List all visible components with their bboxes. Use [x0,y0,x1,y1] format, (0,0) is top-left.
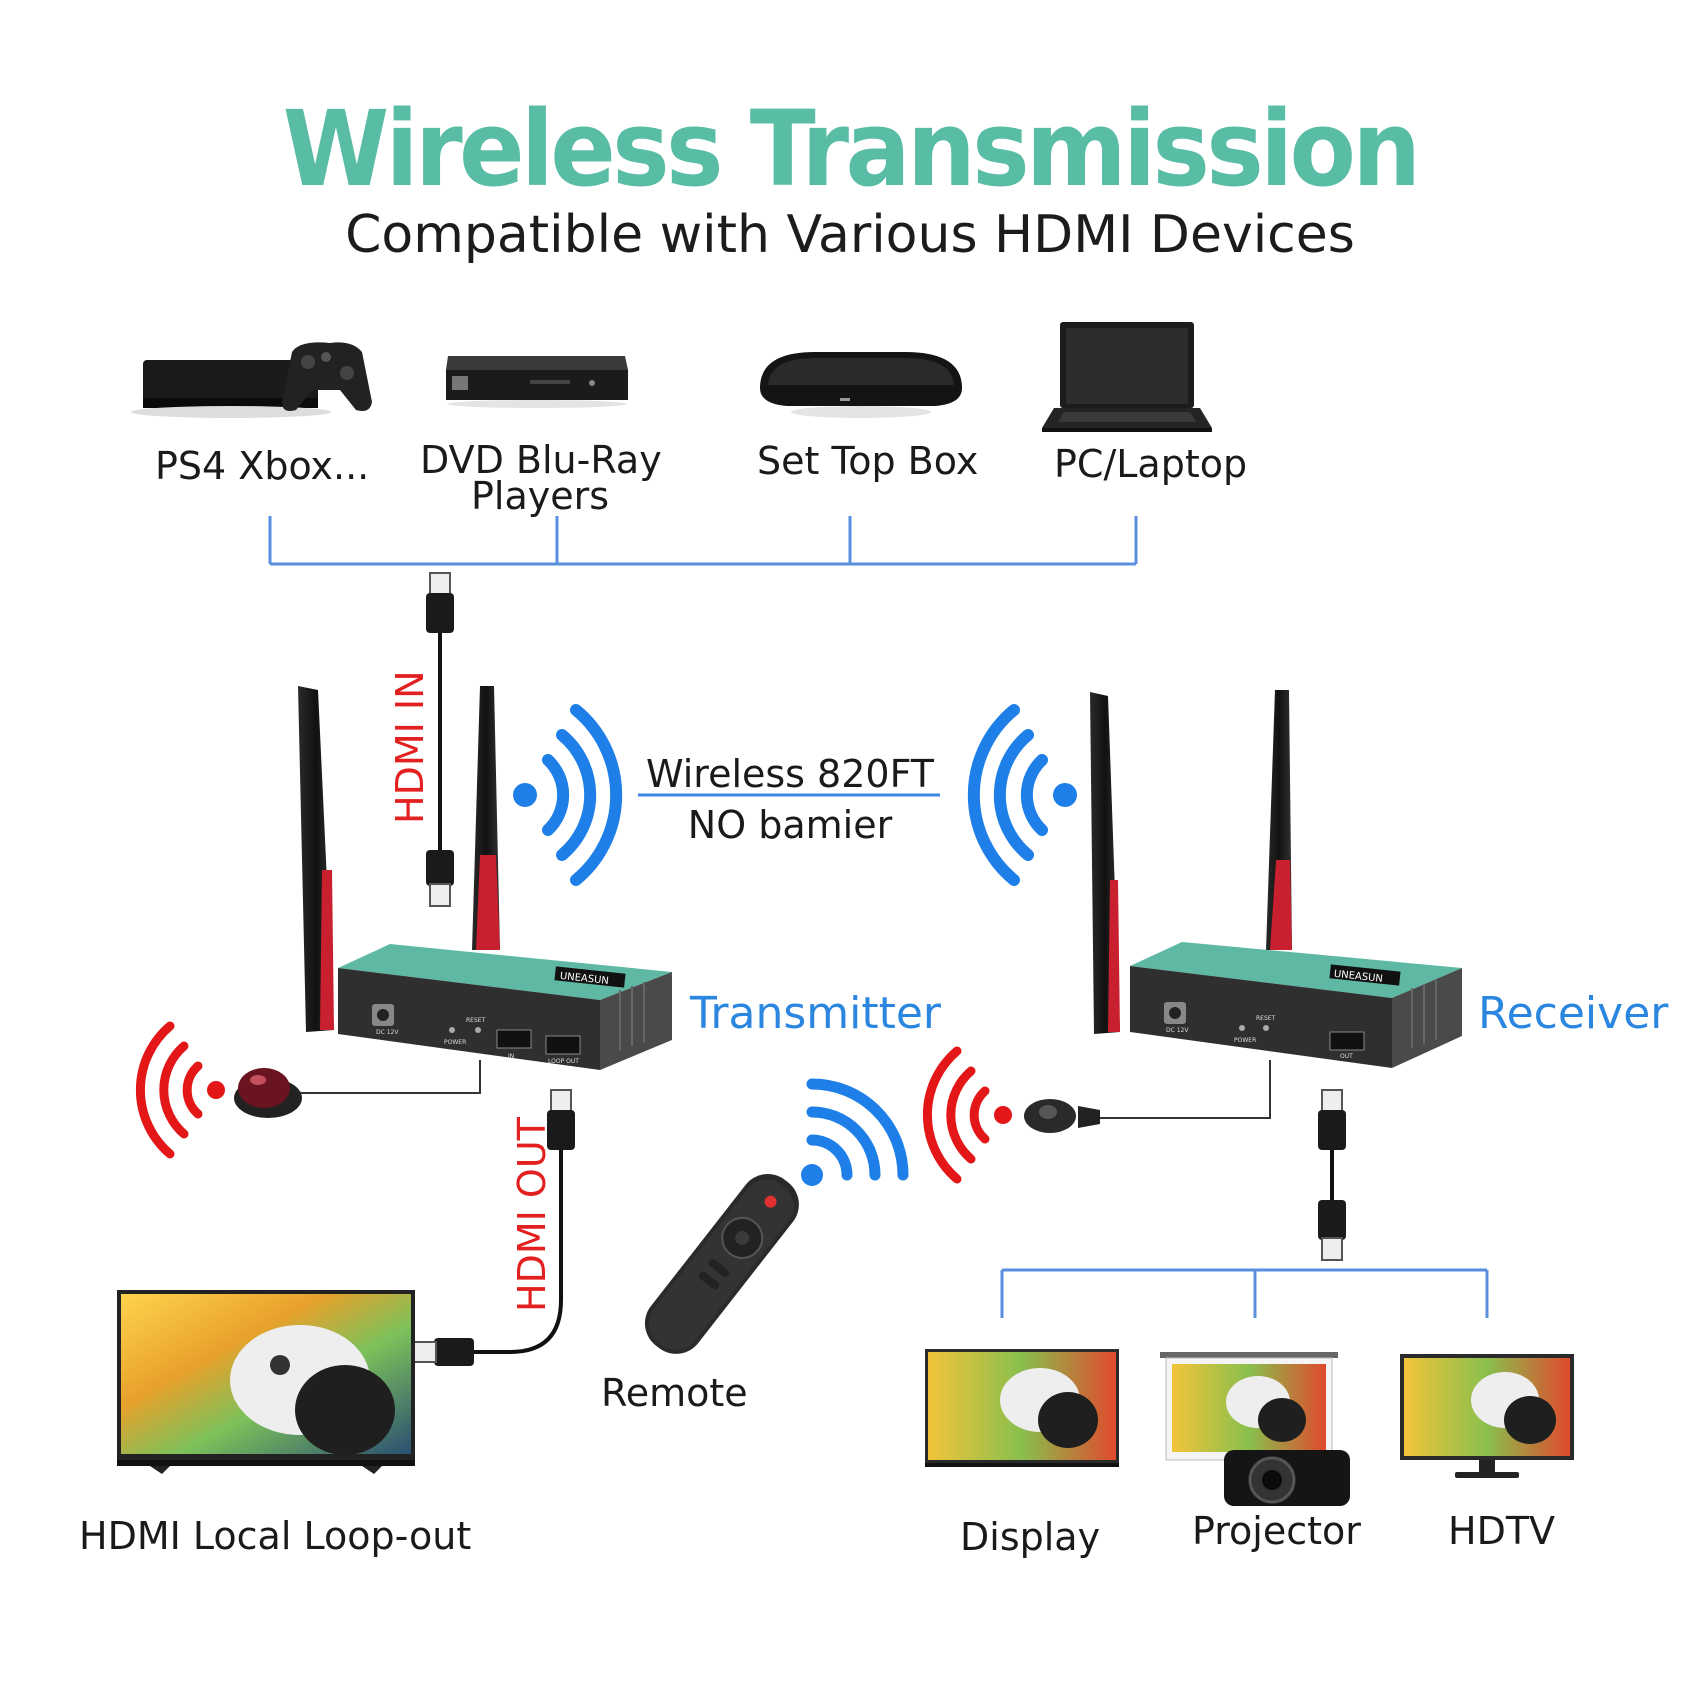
receiver-wireless-waves [967,704,1077,886]
transmitter-label: Transmitter [690,988,942,1039]
source-label-settopbox: Set Top Box [757,439,979,483]
hdmi-out-label: HDMI OUT [510,1117,554,1312]
transmitter-device: UNEASUN DC 12V RESET POWER IN LOOP OUT [298,686,672,1070]
receiver-brand: UNEASUN [1333,969,1383,985]
hdtv-icon [1400,1354,1574,1478]
projector-icon [1160,1352,1350,1506]
wireless-barrier-label: NO bamier [687,803,893,847]
transmitter-brand: UNEASUN [559,971,609,987]
transmitter-reset-label: RESET [466,1017,486,1024]
source-label-dvd: DVD Blu-Ray Players [420,438,662,518]
receiver-ir-sensor [1024,1060,1271,1133]
transmitter-dc-label: DC 12V [376,1029,399,1036]
source-label-dvd-line1: DVD Blu-Ray [420,438,662,482]
transmitter-ir-waves [135,1021,225,1159]
remote-icon [644,1174,799,1354]
receiver-ir-waves [922,1046,1012,1184]
receiver-output-cable [1318,1089,1346,1261]
transmitter-loop-label: LOOP OUT [548,1058,579,1065]
hdmi-in-cable [426,572,454,907]
loopout-tv-icon [117,1290,415,1474]
game-console-icon [131,342,372,418]
transmitter-wireless-waves [513,704,623,886]
dvd-player-icon [446,356,628,408]
remote-signal-waves [801,1078,909,1186]
transmitter-power-label: POWER [444,1039,466,1046]
transmitter-in-label: IN [508,1053,514,1060]
receiver-power-label: POWER [1234,1037,1256,1044]
receiver-out-label: OUT [1340,1053,1353,1060]
source-label-dvd-line2: Players [470,474,610,518]
laptop-icon [1042,322,1212,432]
receiver-reset-label: RESET [1256,1015,1276,1022]
source-label-laptop: PC/Laptop [1054,442,1248,486]
source-label-console: PS4 Xbox... [155,444,370,488]
receiver-label: Receiver [1478,988,1669,1039]
transmitter-ir-sensor [234,1060,481,1118]
display-icon [925,1349,1119,1467]
page-subtitle: Compatible with Various HDMI Devices [345,205,1355,265]
output-label-hdtv: HDTV [1448,1509,1556,1553]
remote-label: Remote [601,1371,748,1415]
output-bracket [1000,1268,1489,1318]
set-top-box-icon [760,352,962,418]
wireless-range-label: Wireless 820FT [645,752,934,796]
output-label-display: Display [960,1515,1101,1559]
loopout-label: HDMI Local Loop-out [79,1514,472,1558]
source-bracket [268,516,1138,566]
hdmi-in-label: HDMI IN [388,670,432,824]
receiver-dc-label: DC 12V [1166,1027,1189,1034]
receiver-device: UNEASUN DC 12V RESET POWER OUT [1090,690,1462,1068]
output-label-projector: Projector [1192,1509,1361,1553]
page-title: Wireless Transmission [282,88,1422,210]
